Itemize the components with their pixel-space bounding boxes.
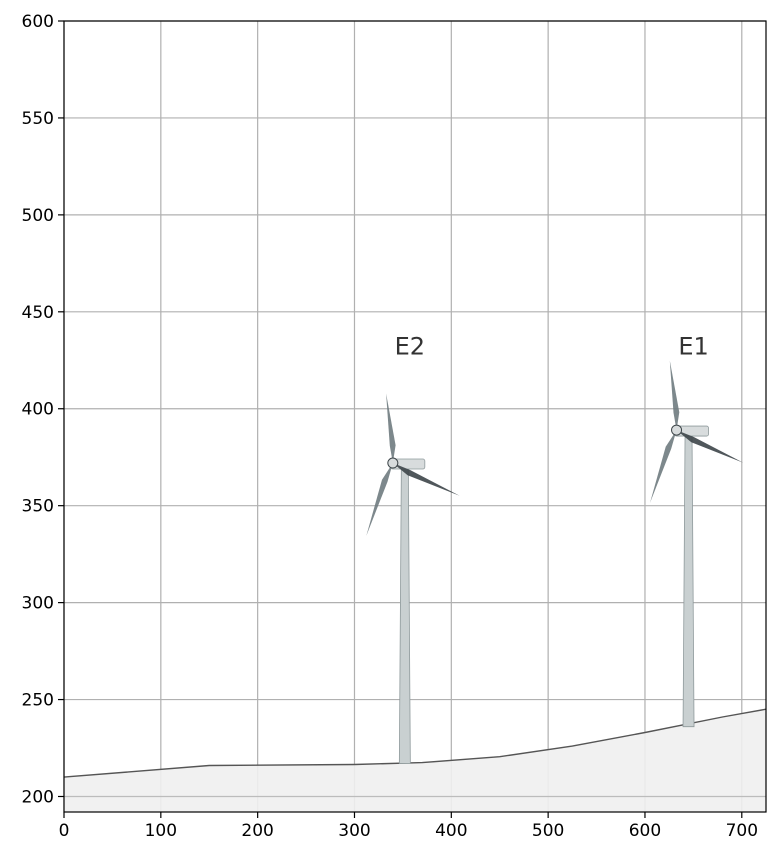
x-tick-label: 100 (145, 821, 177, 841)
ticks-layer: 0 100 200 300 400 500 600 700 200 250 300 350 400 450… (22, 12, 758, 841)
turbine-label: E2 (395, 333, 425, 361)
y-tick-label: 200 (22, 787, 54, 807)
turbine-blade (392, 463, 460, 496)
terrain-line (63, 708, 767, 778)
turbine-tower (398, 468, 411, 764)
y-tick-label: 250 (22, 691, 54, 711)
turbine-blade (669, 360, 680, 431)
grid-layer (63, 20, 766, 812)
turbine-blade (366, 463, 393, 536)
y-tick-label: 550 (22, 109, 54, 129)
x-tick-label: 600 (629, 821, 661, 841)
turbine-tower (682, 435, 695, 728)
wind-turbine: E1 (650, 333, 744, 728)
turbine-hub (387, 457, 399, 469)
y-tick-label: 400 (22, 400, 54, 420)
y-tick-label: 300 (22, 594, 54, 614)
x-tick-label: 500 (532, 821, 564, 841)
x-tick-label: 200 (241, 821, 273, 841)
turbine-blade (386, 393, 396, 464)
turbine-layer: E2 E1 (366, 333, 744, 764)
wind-turbine: E2 (366, 333, 460, 764)
terrain-area (64, 709, 766, 812)
y-tick-label: 600 (22, 12, 54, 32)
turbine-blade (650, 430, 677, 503)
x-tick-label: 400 (435, 821, 467, 841)
plot-frame (63, 20, 767, 813)
terrain-layer (63, 708, 767, 812)
turbine-blade (676, 430, 744, 463)
x-tick-label: 300 (338, 821, 370, 841)
y-tick-label: 350 (22, 497, 54, 517)
x-tick-label: 700 (726, 821, 758, 841)
y-tick-label: 450 (22, 303, 54, 323)
y-tick-label: 500 (22, 206, 54, 226)
x-tick-label: 0 (59, 821, 70, 841)
axes-layer (63, 20, 767, 813)
turbine-label: E1 (678, 333, 708, 361)
turbine-hub (671, 424, 683, 436)
